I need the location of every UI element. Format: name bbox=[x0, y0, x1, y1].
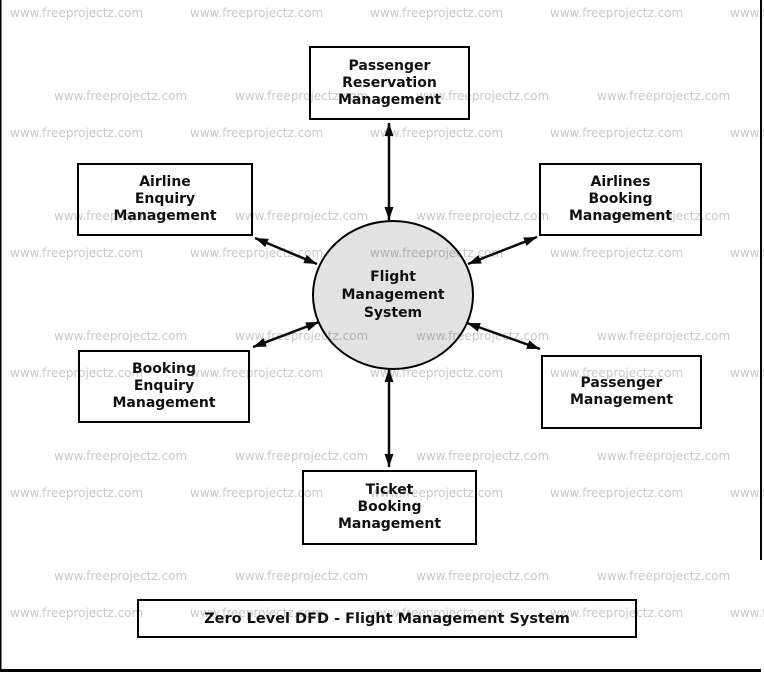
watermark-text: www.freeprojectz.com bbox=[190, 606, 324, 620]
watermark-text: www.freeprojectz.com bbox=[54, 89, 188, 103]
node-airlines-booking-management: Airlines Booking Management bbox=[539, 163, 702, 236]
watermark-text: www.freeprojectz.com bbox=[730, 126, 764, 140]
diagram-title: Zero Level DFD - Flight Management Syste… bbox=[137, 599, 637, 638]
frame-left-border bbox=[0, 0, 2, 672]
node-passenger-reservation-management: Passenger Reservation Management bbox=[309, 46, 470, 120]
watermark-text: www.freeprojectz.com bbox=[597, 209, 731, 223]
watermark-text: www.freeprojectz.com bbox=[416, 209, 550, 223]
watermark-text: www.freeprojectz.com bbox=[597, 89, 731, 103]
process-circle-label: Flight Management System bbox=[341, 269, 445, 321]
frame-right-border bbox=[760, 0, 762, 560]
node-booking-enquiry-management: Booking Enquiry Management bbox=[78, 350, 250, 423]
watermark-text: www.freeprojectz.com bbox=[10, 606, 144, 620]
watermark-text: www.freeprojectz.com bbox=[190, 486, 324, 500]
watermark-text: www.freeprojectz.com bbox=[597, 449, 731, 463]
watermark-text: www.freeprojectz.com bbox=[190, 6, 324, 20]
watermark-text: www.freeprojectz.com bbox=[190, 246, 324, 260]
watermark-text: www.freeprojectz.com bbox=[190, 366, 324, 380]
process-circle bbox=[312, 220, 474, 370]
watermark-text: www.freeprojectz.com bbox=[54, 449, 188, 463]
watermark-text: www.freeprojectz.com bbox=[370, 126, 504, 140]
watermark-text: www.freeprojectz.com bbox=[550, 6, 684, 20]
watermark-text: www.freeprojectz.com bbox=[10, 486, 144, 500]
watermark-text: www.freeprojectz.com bbox=[190, 126, 324, 140]
data-flow-arrows bbox=[252, 123, 541, 467]
watermark-text: www.freeprojectz.com bbox=[597, 569, 731, 583]
watermark-text: www.freeprojectz.com bbox=[730, 486, 764, 500]
watermark-text: www.freeprojectz.com bbox=[416, 449, 550, 463]
watermark-text: www.freeprojectz.com bbox=[370, 486, 504, 500]
watermark-text: www.freeprojectz.com bbox=[416, 569, 550, 583]
watermark-text: www.freeprojectz.com bbox=[10, 126, 144, 140]
watermark-text: www.freeprojectz.com bbox=[730, 606, 764, 620]
watermark-text: www.freeprojectz.com bbox=[597, 329, 731, 343]
node-passenger-management: Passenger Management bbox=[541, 355, 702, 429]
watermark-text: www.freeprojectz.com bbox=[370, 6, 504, 20]
watermark-text: www.freeprojectz.com bbox=[730, 6, 764, 20]
watermark-text: www.freeprojectz.com bbox=[10, 366, 144, 380]
watermark-text: www.freeprojectz.com bbox=[235, 209, 369, 223]
watermark-text: www.freeprojectz.com bbox=[550, 126, 684, 140]
watermark-text: www.freeprojectz.com bbox=[235, 449, 369, 463]
watermark-text: www.freeprojectz.com bbox=[370, 606, 504, 620]
watermark-text: www.freeprojectz.com bbox=[54, 209, 188, 223]
watermark-text: www.freeprojectz.com bbox=[370, 366, 504, 380]
watermark-text: www.freeprojectz.com bbox=[550, 246, 684, 260]
frame-bottom-border bbox=[0, 669, 761, 672]
watermark-text: www.freeprojectz.com bbox=[370, 246, 503, 260]
watermark-text: www.freeprojectz.com bbox=[54, 329, 188, 343]
watermark-text: www.freeprojectz.com bbox=[10, 6, 144, 20]
watermark-text: www.freeprojectz.com bbox=[550, 606, 684, 620]
watermark-text: www.freeprojectz.com bbox=[416, 89, 550, 103]
node-ticket-booking-management: Ticket Booking Management bbox=[302, 470, 477, 545]
watermark-text: www.freeprojectz.com bbox=[550, 486, 684, 500]
watermark-text: www.freeprojectz.com bbox=[235, 569, 369, 583]
watermark-text: www.freeprojectz.com bbox=[54, 569, 188, 583]
watermark-text: www.freeprojectz.com bbox=[730, 246, 764, 260]
watermark-text: www.freeprojectz.com bbox=[10, 246, 144, 260]
watermark-text: www.freeprojectz.com bbox=[730, 366, 764, 380]
watermark-text: www.freeprojectz.com bbox=[235, 89, 369, 103]
node-airline-enquiry-management: Airline Enquiry Management bbox=[77, 163, 253, 236]
watermark-text: www.freeprojectz.com bbox=[550, 366, 684, 380]
watermark-text: www.freeprojectz.com bbox=[235, 329, 369, 343]
